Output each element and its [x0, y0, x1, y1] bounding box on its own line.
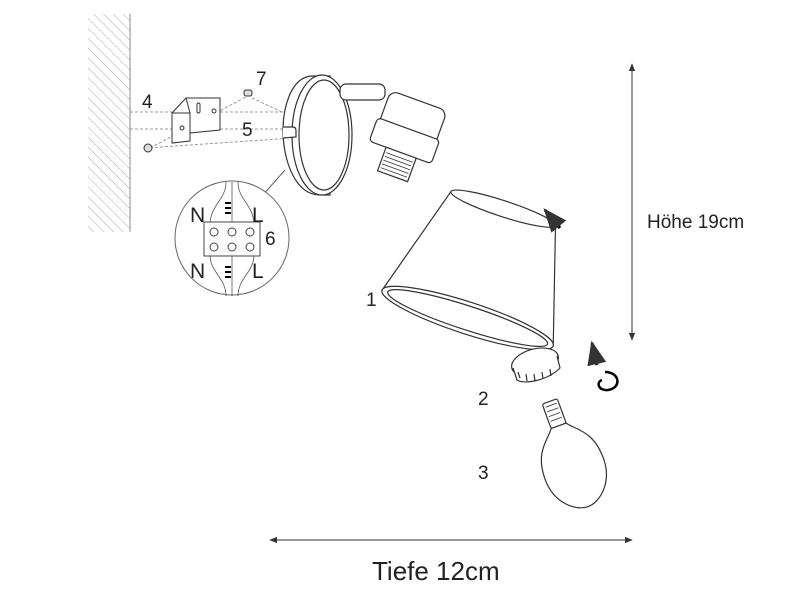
- depth-label: Tiefe 12cm: [372, 556, 500, 586]
- wall: [88, 14, 131, 232]
- neutral-top-label: N: [190, 204, 205, 227]
- rotate-arrow-icon: [587, 340, 619, 392]
- mounting-bracket: [171, 97, 221, 144]
- neutral-bottom-label: N: [190, 260, 205, 283]
- screw-icon: [143, 89, 253, 153]
- part-7-label: 7: [256, 69, 267, 90]
- part-5-label: 5: [242, 120, 253, 141]
- part-3-label: 3: [478, 463, 489, 484]
- arrow-up-icon: [543, 208, 567, 233]
- terminal-block-detail: N L N L: [174, 169, 290, 297]
- part-4-label: 4: [142, 92, 153, 113]
- part-6-label: 6: [265, 229, 276, 250]
- live-bottom-label: L: [252, 260, 264, 283]
- part-2-label: 2: [478, 389, 489, 410]
- lamp-shade: [381, 189, 557, 351]
- shade-ring: [510, 347, 561, 383]
- live-top-label: L: [252, 204, 264, 227]
- height-label: Höhe 19cm: [647, 212, 744, 233]
- lamp-base: [282, 74, 446, 196]
- light-bulb: [540, 398, 607, 509]
- part-1-label: 1: [366, 290, 377, 311]
